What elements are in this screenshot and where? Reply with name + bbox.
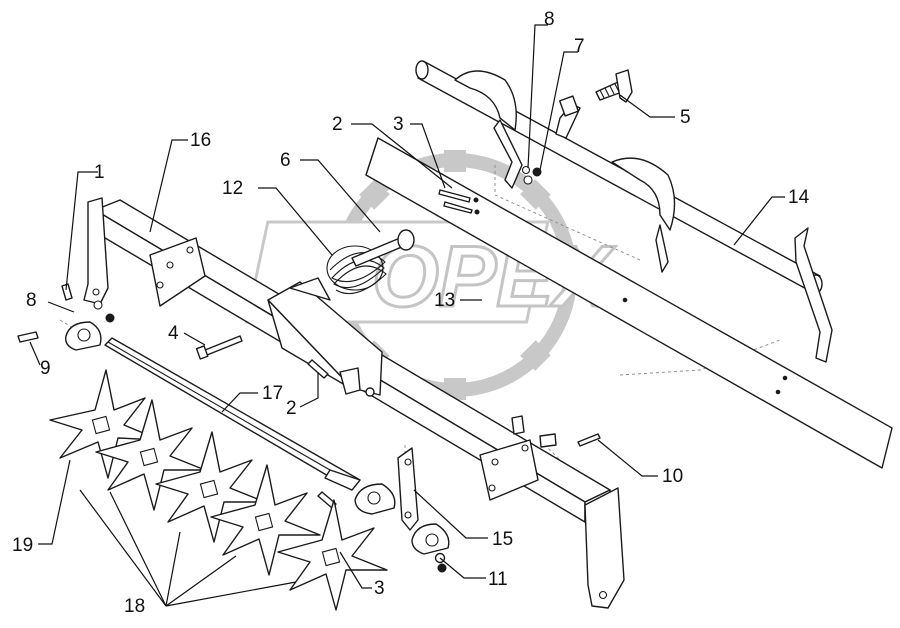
center-bracket: [267, 277, 383, 397]
callout-3-upper: 3: [393, 114, 404, 135]
callout-5: 5: [680, 107, 691, 128]
left-bearing-hardware: [17, 283, 115, 351]
callout-14: 14: [788, 187, 810, 208]
callout-15: 15: [492, 529, 513, 550]
pin-10: [577, 433, 601, 447]
callout-8-left: 8: [26, 290, 37, 311]
callout-1: 1: [94, 162, 105, 183]
callout-16: 16: [190, 130, 211, 151]
spring-bolt-6: [351, 229, 415, 267]
callout-9: 9: [40, 358, 51, 379]
square-shaft-17: [104, 337, 361, 491]
callout-13: 13: [434, 290, 455, 311]
coil-spring-12: [326, 245, 387, 295]
callout-8-upper: 8: [544, 9, 555, 30]
callout-2-upper: 2: [332, 114, 343, 135]
hanger-bracket-15: [317, 447, 450, 573]
callout-labels: 1 2 2 3 3 4 5 6 7 8 8 9 10 11 12 13 14 1…: [12, 9, 810, 617]
callout-6: 6: [280, 150, 291, 171]
bolt-4: [195, 335, 243, 360]
callout-11: 11: [488, 569, 508, 590]
bolt-2-lower: [307, 359, 329, 379]
callout-17: 17: [262, 383, 283, 404]
callout-12: 12: [222, 178, 243, 199]
callout-19: 19: [12, 535, 33, 556]
upper-bolts-2-3: [438, 189, 480, 215]
leader-lines: [29, 24, 785, 607]
callout-18: 18: [124, 596, 145, 617]
callout-4: 4: [168, 323, 179, 344]
upper-nuts-7-8: [521, 165, 542, 185]
callout-2-lower: 2: [286, 398, 297, 419]
upper-shaft-assembly-14: [415, 60, 833, 363]
spring-pin-5: [595, 69, 633, 103]
callout-3-lower: 3: [374, 578, 385, 599]
callout-7: 7: [574, 36, 585, 57]
flat-bar-13: [365, 137, 893, 469]
callout-10: 10: [662, 466, 683, 487]
star-rotors-18-19: [49, 369, 388, 611]
